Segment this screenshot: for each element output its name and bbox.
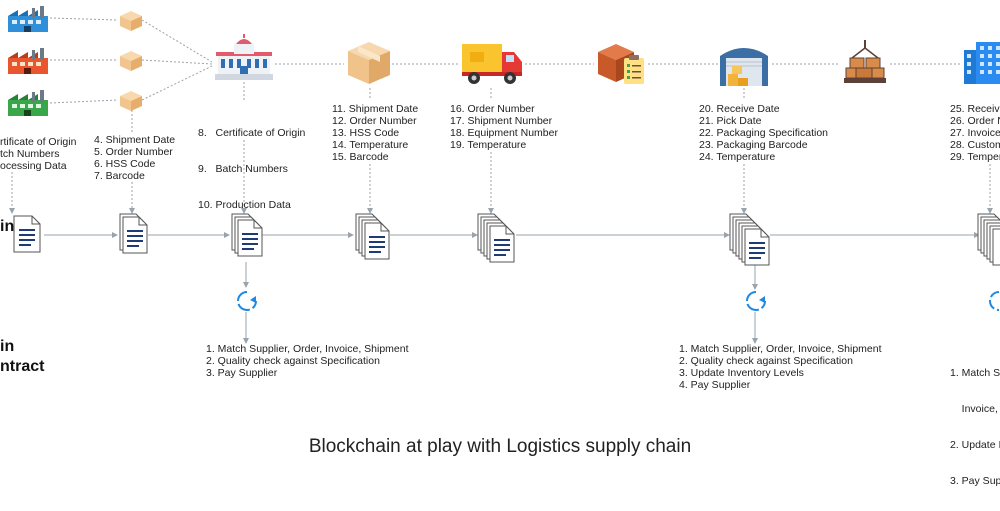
field-line: 20. Receive Date xyxy=(699,103,780,115)
box-stage-fields: 4. Shipment Date 5. Order Number 6. HSS … xyxy=(94,134,175,182)
office-building-icon xyxy=(964,42,1000,84)
box-icon xyxy=(120,11,142,31)
field-line: 14. Temperature xyxy=(332,139,409,151)
government-building-icon xyxy=(215,34,273,80)
document-stack-icon xyxy=(119,213,148,254)
customs-contract-steps: 1. Match Supplier, Order, Invoice, Shipm… xyxy=(206,343,409,379)
warehouse-contract-steps: 1. Match Supplier, Order, Invoice, Shipm… xyxy=(679,343,882,391)
field-line: 27. Invoice xyxy=(950,127,1000,139)
document-stack-icon xyxy=(355,213,390,260)
box-icon xyxy=(120,51,142,71)
customs-stage-fields: 8. Certificate of Origin 9. Batch Number… xyxy=(198,103,305,235)
contract-step: 2. Update I xyxy=(950,439,1000,451)
field-line: 19. Temperature xyxy=(450,139,527,151)
field-line: 24. Temperature xyxy=(699,151,776,163)
cardboard-box-icon xyxy=(348,42,390,84)
field-line: 9. Batch Numbers xyxy=(198,163,288,175)
document-stack-icon xyxy=(231,213,263,257)
field-line: 4. Shipment Date xyxy=(94,134,176,146)
contract-step: Invoice, S xyxy=(961,403,998,415)
shipment-stage-fields: 11. Shipment Date 12. Order Number 13. H… xyxy=(332,103,418,163)
field-line: 8. Certificate of Origin xyxy=(198,127,306,139)
supply-chain-diagram: rtificate of Origin tch Numbers ocessing… xyxy=(0,6,1000,487)
document-stack-icon xyxy=(977,213,1000,266)
warehouse-icon xyxy=(720,48,768,86)
field-line: 23. Packaging Barcode xyxy=(699,139,808,151)
contract-step: 4. Pay Supplier xyxy=(679,379,751,391)
contract-step: 2. Quality check against Specification xyxy=(679,355,853,367)
crane-pallet-icon xyxy=(844,40,886,83)
field-line: 21. Pick Date xyxy=(699,115,762,127)
document-stack-icon xyxy=(729,213,770,266)
field-line: tch Numbers xyxy=(0,148,60,160)
document-icon xyxy=(13,215,41,253)
contract-step: 1. Match Supplier, Order, Invoice, Shipm… xyxy=(206,343,409,355)
field-line: 5. Order Number xyxy=(94,146,173,158)
document-stack-icon xyxy=(477,213,515,263)
field-line: 11. Shipment Date xyxy=(332,103,419,115)
field-line: 15. Barcode xyxy=(332,151,389,163)
field-line: ocessing Data xyxy=(0,160,67,172)
box-icon xyxy=(120,91,142,111)
delivery-truck-icon xyxy=(462,44,522,84)
field-line: 12. Order Number xyxy=(332,115,417,127)
sync-icon xyxy=(746,291,766,311)
field-line: 13. HSS Code xyxy=(332,127,400,139)
diagram-title: Blockchain at play with Logistics supply… xyxy=(308,436,692,457)
contract-step: 2. Quality check against Specification xyxy=(206,355,380,367)
factory-icon xyxy=(8,6,48,32)
smart-contract-label-line2: ntract xyxy=(0,358,45,375)
office-stage-fields: 25. Receive 26. Order N 27. Invoice 28. … xyxy=(950,103,1000,163)
field-line: 29. Temper xyxy=(950,151,1000,163)
field-line: 6. HSS Code xyxy=(94,158,156,170)
connector-lines xyxy=(9,17,993,344)
field-line: 7. Barcode xyxy=(94,170,145,182)
field-line: 10. Production Data xyxy=(198,199,291,211)
sync-icon xyxy=(237,291,257,311)
origin-fields: rtificate of Origin tch Numbers ocessing… xyxy=(0,136,76,172)
office-contract-steps: 1. Match Su Invoice, S 2. Update I 3. Pa… xyxy=(950,343,1000,511)
factory-icon xyxy=(8,48,48,74)
field-line: 26. Order N xyxy=(950,115,1000,127)
sync-icon xyxy=(989,291,1000,311)
box-checklist-icon xyxy=(598,44,644,84)
field-line: 17. Shipment Number xyxy=(450,115,553,127)
field-line: 22. Packaging Specification xyxy=(699,127,828,139)
field-line: rtificate of Origin xyxy=(0,136,77,148)
contract-step: 3. Update Inventory Levels xyxy=(679,367,804,379)
field-line: 18. Equipment Number xyxy=(450,127,558,139)
blockchain-label: in xyxy=(0,218,15,235)
contract-step: 1. Match Supplier, Order, Invoice, Shipm… xyxy=(679,343,882,355)
factory-icon xyxy=(8,90,48,116)
smart-contract-label-line1: in xyxy=(0,338,15,355)
contract-step: 3. Pay Supplier xyxy=(206,367,278,379)
field-line: 28. Custom xyxy=(950,139,1000,151)
field-line: 25. Receive xyxy=(950,103,1000,115)
warehouse-stage-fields: 20. Receive Date 21. Pick Date 22. Packa… xyxy=(699,103,828,163)
truck-stage-fields: 16. Order Number 17. Shipment Number 18.… xyxy=(450,103,558,151)
contract-step: 1. Match Su xyxy=(950,367,1000,379)
contract-step: 3. Pay Supp xyxy=(950,475,1000,487)
field-line: 16. Order Number xyxy=(450,103,535,115)
